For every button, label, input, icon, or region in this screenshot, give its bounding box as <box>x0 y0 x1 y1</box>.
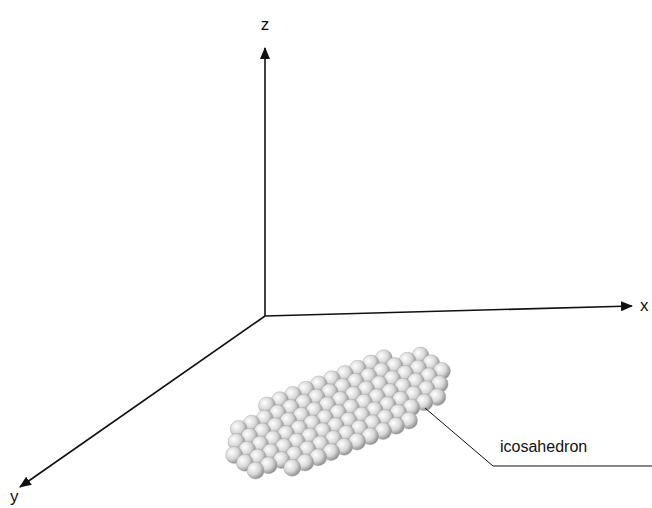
axis-label: x <box>640 297 649 314</box>
z-axis <box>264 48 266 316</box>
x-axis <box>265 306 632 316</box>
axis-label: z <box>261 16 270 33</box>
sphere <box>284 459 301 476</box>
part-label: icosahedron <box>500 439 587 455</box>
axis-label: y <box>10 488 19 505</box>
y-axis <box>20 316 265 487</box>
sphere <box>247 462 264 479</box>
sphere-cluster <box>226 347 451 479</box>
leader-line <box>425 408 652 466</box>
